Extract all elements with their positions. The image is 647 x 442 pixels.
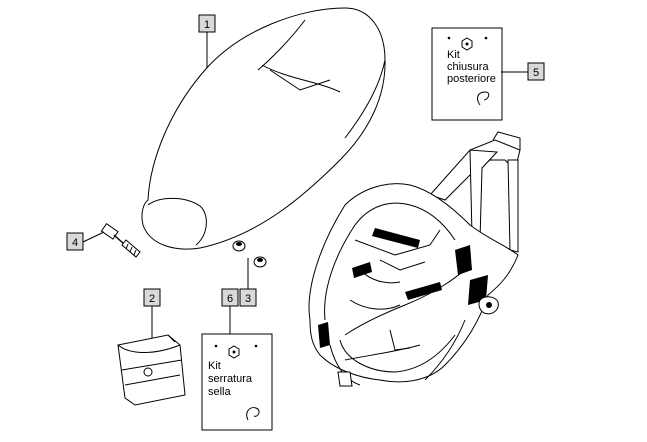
seat-buffer [232,240,267,268]
seat-lock-kit: Kit serratura sella [201,333,273,431]
seat-lock-kit-line-2: serratura [208,373,253,385]
seat-lock-kit-line-1: Kit [208,360,221,372]
document-pouch [117,334,186,406]
callout-5: 5 [527,62,545,81]
callout-2-label: 2 [149,293,155,305]
callout-4-label: 4 [72,237,78,249]
callout-6: 6 [221,288,239,307]
rear-lock-kit-line-1: Kit [447,49,460,61]
signature-squiggle [246,407,260,421]
rear-lock-kit: Kit chiusura posteriore [431,27,503,121]
seat-hinge-bolt [100,223,141,258]
callout-1: 1 [198,14,216,33]
callout-4: 4 [66,232,84,251]
seat [141,7,386,250]
callout-3: 3 [239,288,257,307]
rear-lock-kit-line-3: posteriore [447,73,496,85]
signature-squiggle [477,91,490,106]
callout-2: 2 [143,288,161,307]
callout-6-label: 6 [227,293,233,305]
seat-lock-kit-line-3: sella [208,386,232,398]
callout-5-label: 5 [533,67,539,79]
helmet-compartment [308,131,521,387]
callout-1-label: 1 [204,19,210,31]
rear-lock-kit-line-2: chiusura [447,61,489,73]
callout-3-label: 3 [245,293,251,305]
